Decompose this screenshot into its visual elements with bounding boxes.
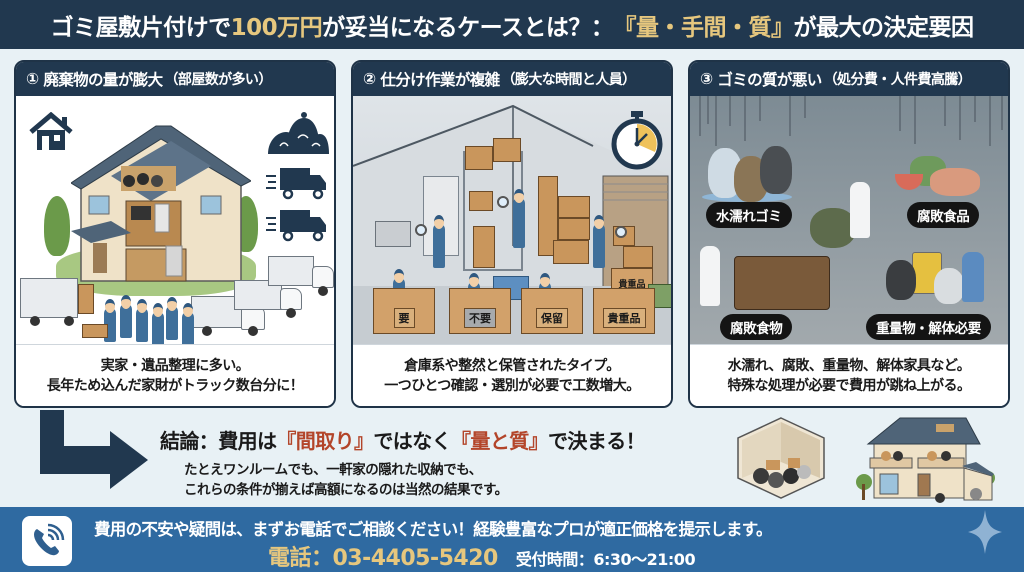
caption-line: 一つひとつ確認・選別が必要で工数増大。 bbox=[384, 377, 640, 394]
sort-box-needed: 要 bbox=[373, 288, 435, 334]
magnifier-icon bbox=[497, 196, 509, 208]
truck bbox=[234, 280, 282, 310]
phone-icon bbox=[34, 523, 65, 556]
keyword-floorplan: 『間取り』 bbox=[276, 429, 374, 453]
panel-caption: 水濡れ、腐敗、重量物、解体家具など。 特殊な処理が必要で費用が跳ね上がる。 bbox=[690, 344, 1008, 406]
rain-streaks bbox=[699, 96, 1003, 146]
tag-wet-waste: 水濡れゴミ bbox=[706, 202, 792, 228]
panel-caption: 倉庫系や整然と保管されたタイプ。 一つひとつ確認・選別が必要で工数増大。 bbox=[353, 344, 671, 406]
stopwatch-icon bbox=[611, 111, 663, 170]
title-part3: が最大の決定要因 bbox=[793, 14, 974, 41]
panel-header: ③ ゴミの質が悪い（処分費・人件費高騰） bbox=[690, 62, 1008, 96]
house-illustration bbox=[856, 417, 995, 503]
arrow-head-icon bbox=[110, 431, 148, 489]
footer-message: 費用の不安や疑問は、まずお電話でご相談ください！経験豊富なプロが適正価格を提示し… bbox=[94, 520, 772, 539]
truck bbox=[20, 278, 78, 318]
tag-rotten-food: 腐敗食品 bbox=[907, 202, 980, 228]
conclusion: 結論：費用は『間取り』ではなく『量と質』で決まる！ たとえワンルームでも、一軒家… bbox=[160, 425, 720, 500]
panel-header: ② 仕分け作業が複雑（膨大な時間と人員） bbox=[353, 62, 671, 96]
bad-waste-illustration: 水濡れゴミ 腐敗食品 腐敗食物 重量物・解体必要 bbox=[690, 96, 1008, 344]
title-highlight-price: 100万円 bbox=[230, 14, 323, 41]
truck-icon bbox=[266, 210, 326, 242]
caption-line: 特殊な処理が必要で費用が跳ね上がる。 bbox=[727, 377, 972, 394]
business-hours: 受付時間：6:30〜21:00 bbox=[515, 550, 696, 569]
truck bbox=[268, 256, 314, 286]
panel-volume: ① 廃棄物の量が膨大（部屋数が多い） bbox=[14, 60, 336, 408]
hazmat-worker bbox=[850, 182, 870, 238]
house-illustration bbox=[16, 96, 334, 344]
garbage-bag bbox=[760, 146, 792, 194]
tag-heavy-items: 重量物・解体必要 bbox=[866, 314, 991, 340]
panel-sorting: ② 仕分け作業が複雑（膨大な時間と人員） bbox=[351, 60, 673, 408]
title-part1: ゴミ屋敷片付けで bbox=[50, 14, 232, 41]
broken-sofa bbox=[734, 256, 830, 310]
panel-number: ① bbox=[26, 70, 39, 88]
caption-line: 長年ため込んだ家財がトラック数台分に！ bbox=[46, 377, 304, 394]
panel-number: ③ bbox=[700, 70, 713, 88]
caption-line: 実家・遺品整理に多い。 bbox=[100, 357, 250, 374]
panel-subheading: （部屋数が多い） bbox=[164, 72, 273, 88]
house-cutaway bbox=[71, 125, 251, 282]
title-part2: が妥当になるケースとは？： bbox=[322, 14, 614, 41]
panel-number: ② bbox=[363, 70, 376, 88]
magnifier-icon bbox=[415, 224, 427, 236]
panel-heading: 仕分け作業が複雑 bbox=[380, 71, 500, 89]
garbage-bag bbox=[810, 208, 856, 248]
sparkle-icon bbox=[968, 510, 1002, 554]
footer-contact: 電話：03-4405-5420 受付時間：6:30〜21:00 bbox=[268, 540, 696, 572]
panel-heading: 廃棄物の量が膨大 bbox=[43, 71, 163, 89]
phone-number-link[interactable]: 電話：03-4405-5420 bbox=[268, 546, 498, 571]
panel-header: ① 廃棄物の量が膨大（部屋数が多い） bbox=[16, 62, 334, 96]
footer-contact-bar: 費用の不安や疑問は、まずお電話でご相談ください！経験豊富なプロが適正価格を提示し… bbox=[0, 507, 1024, 572]
microwave bbox=[375, 221, 411, 247]
keyword-volume-quality: 『量と質』 bbox=[451, 429, 549, 453]
cluttered-room-illustration bbox=[737, 417, 825, 499]
panel-caption: 実家・遺品整理に多い。 長年ため込んだ家財がトラック数台分に！ bbox=[16, 344, 334, 406]
caption-line: 水濡れ、腐敗、重量物、解体家具など。 bbox=[727, 357, 971, 374]
panel-subheading: （処分費・人件費高騰） bbox=[823, 72, 972, 88]
sort-box-hold: 保留 bbox=[521, 288, 583, 334]
tree-icon bbox=[44, 196, 70, 256]
sort-box-unneeded: 不要 bbox=[449, 288, 511, 334]
truck-icon bbox=[266, 168, 326, 200]
arrow-icon bbox=[40, 446, 120, 474]
caption-line: 倉庫系や整然と保管されたタイプ。 bbox=[404, 357, 620, 374]
hazmat-worker bbox=[700, 246, 720, 306]
hazmat-worker bbox=[962, 252, 984, 302]
phone-button[interactable] bbox=[22, 516, 72, 566]
panel-subheading: （膨大な時間と人員） bbox=[501, 72, 637, 88]
panel-heading: ゴミの質が悪い bbox=[717, 71, 822, 89]
panel-quality: ③ ゴミの質が悪い（処分費・人件費高騰） bbox=[688, 60, 1010, 408]
warehouse-illustration: 貴重品 要 不要 保留 貴重品 bbox=[353, 96, 671, 344]
tag-rotten-matter: 腐敗食物 bbox=[720, 314, 793, 340]
sort-box-valuables: 貴重品 bbox=[593, 288, 655, 334]
house-icon bbox=[29, 112, 73, 150]
magnifier-icon bbox=[615, 226, 627, 238]
title-highlight-factors: 『量・手間・質』 bbox=[613, 14, 794, 41]
conclusion-title: 結論：費用は『間取り』ではなく『量と質』で決まる！ bbox=[160, 429, 646, 453]
garbage-bags-icon bbox=[268, 112, 329, 154]
conclusion-body: たとえワンルームでも、一軒家の隠れた収納でも、 これらの条件が揃えば高額になるの… bbox=[184, 462, 508, 498]
